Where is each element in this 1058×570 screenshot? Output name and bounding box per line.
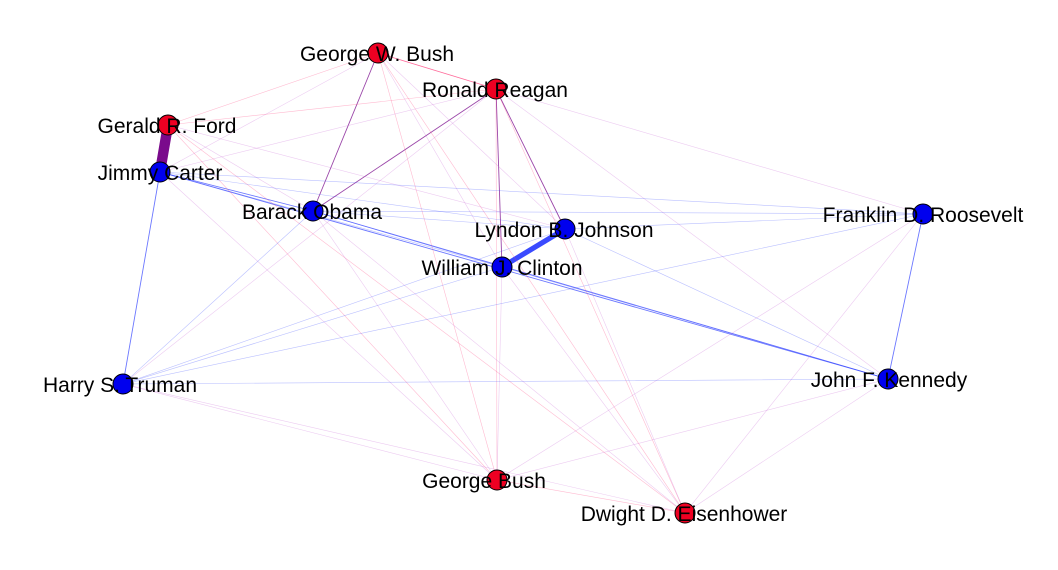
edge-jfk-ghwbush [496,378,889,481]
edge-reagan-lbj [495,88,566,230]
edge-reagan-truman [122,88,497,385]
node-clinton[interactable] [491,256,513,278]
edge-ford-ghwbush [167,124,498,481]
edge-lbj-jfk [564,228,889,380]
node-label-ike: Dwight D. Eisenhower [581,503,788,526]
node-obama[interactable] [302,200,324,222]
node-ghwbush[interactable] [486,469,508,491]
edge-carter-lbj [159,171,566,230]
edge-gwbush-clinton [377,52,503,268]
node-truman[interactable] [112,373,134,395]
edge-reagan-fdr [495,88,924,215]
edge-carter-truman [122,171,161,385]
node-label-gwbush: George W. Bush [300,43,454,66]
node-label-truman: Harry S. Truman [43,374,197,397]
edge-lbj-ike [564,228,686,514]
node-label-clinton: William J. Clinton [421,257,582,280]
node-label-carter: Jimmy Carter [98,162,223,185]
edge-fdr-truman [122,213,924,385]
edge-ford-lbj [167,124,566,230]
edge-truman-ghwbush [122,383,498,481]
edge-carter-fdr [159,171,924,215]
edge-gwbush-ike [377,52,686,514]
edge-carter-clinton [159,171,503,268]
edge-clinton-truman [122,266,503,385]
edge-lbj-truman [122,228,566,385]
edge-reagan-ike [495,88,686,514]
node-label-jfk: John F. Kennedy [811,369,968,392]
edge-ford-obama [167,124,314,212]
edge-ghwbush-ike [496,479,686,514]
edge-obama-clinton [312,210,503,268]
edge-gwbush-ford [167,52,379,126]
edge-reagan-jfk [495,88,889,380]
edge-obama-fdr [312,210,924,215]
edges-layer [122,52,924,514]
edge-obama-lbj [312,210,566,230]
edge-clinton-ghwbush [496,266,503,481]
edge-fdr-ghwbush [496,213,924,481]
node-ike[interactable] [674,502,696,524]
edge-carter-obama [159,171,314,212]
edge-reagan-ford [167,88,497,126]
edge-reagan-obama [312,88,497,212]
edge-gwbush-carter [159,52,379,173]
nodes-layer [112,42,934,524]
edge-obama-truman [122,210,314,385]
node-jfk[interactable] [877,368,899,390]
node-label-ghwbush: George Bush [422,470,546,493]
edge-gwbush-obama [312,52,379,212]
edge-clinton-ike [501,266,686,514]
edge-clinton-jfk [501,266,889,380]
edge-gwbush-lbj [377,52,566,230]
edge-truman-ike [122,383,686,514]
edge-lbj-fdr [564,213,924,230]
edge-jfk-ike [684,378,889,514]
node-lbj[interactable] [554,218,576,240]
edge-gwbush-reagan [377,52,497,90]
edge-obama-ike [312,210,686,514]
node-label-reagan: Ronald Reagan [422,79,568,102]
edge-obama-ghwbush [312,210,498,481]
edge-carter-jfk [159,171,889,380]
node-gwbush[interactable] [367,42,389,64]
edge-ford-ike [167,124,686,514]
edge-reagan-clinton [495,88,503,268]
node-label-fdr: Franklin D. Roosevelt [823,204,1024,227]
edge-fdr-ike [684,213,924,514]
node-carter[interactable] [149,161,171,183]
edge-gwbush-ghwbush [377,52,498,481]
edge-lbj-clinton [499,226,568,270]
node-label-lbj: Lyndon B. Johnson [474,219,653,242]
edge-reagan-ghwbush [495,88,498,481]
node-reagan[interactable] [485,78,507,100]
edge-reagan-carter [159,88,497,173]
edge-fdr-jfk [887,213,924,380]
node-label-obama: Barack Obama [242,201,382,224]
edge-obama-jfk [312,210,889,380]
edge-truman-jfk [122,378,889,385]
node-ford[interactable] [157,114,179,136]
node-fdr[interactable] [912,203,934,225]
node-label-ford: Gerald R. Ford [98,115,237,138]
edge-carter-ghwbush [159,171,498,481]
